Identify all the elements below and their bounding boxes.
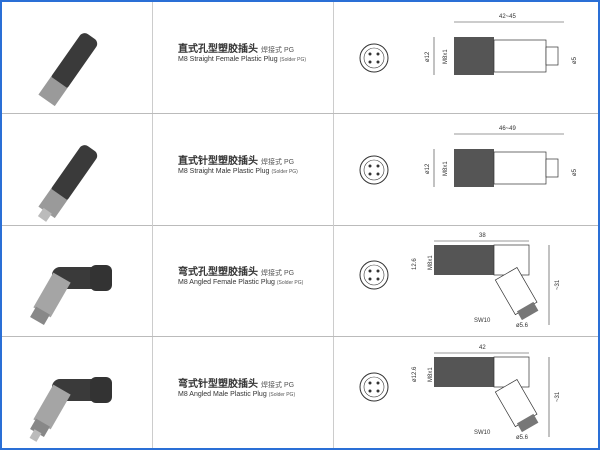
product-note-zh: 焊接式 PG xyxy=(261,270,295,277)
dim-thread: M8x1 xyxy=(428,366,434,381)
dim-thread: M8x1 xyxy=(443,49,449,64)
dim-height: ~31 xyxy=(555,279,561,290)
product-description: 直式孔型塑胶插头焊接式 PG M8 Straight Female Plasti… xyxy=(153,2,334,113)
product-photo xyxy=(2,113,153,225)
product-note-en: (Solder PG) xyxy=(279,57,307,63)
product-name-zh: 直式孔型塑胶插头 xyxy=(178,44,258,55)
dim-wrench: SW10 xyxy=(474,318,491,324)
dim-length: 42~45 xyxy=(499,14,517,20)
product-photo xyxy=(2,336,153,448)
product-note-en: (Solder PG) xyxy=(276,280,304,286)
product-row: 直式孔型塑胶插头焊接式 PG M8 Straight Female Plasti… xyxy=(2,2,598,114)
product-name-en: M8 Straight Male Plastic Plug xyxy=(178,167,270,175)
dim-cable: ø5 xyxy=(572,168,578,176)
technical-drawing: 38 ~31 12.6 M8x1 SW10 ø5.6 xyxy=(334,225,598,336)
product-row: 直式针型塑胶插头焊接式 PG M8 Straight Male Plastic … xyxy=(2,113,598,226)
product-name-en: M8 Angled Female Plastic Plug xyxy=(178,279,275,286)
dim-diameter: ø12 xyxy=(425,51,431,62)
product-note-en: (Solder PG) xyxy=(271,168,298,175)
product-note-zh: 焊接式 PG xyxy=(261,158,295,166)
pin-face-icon xyxy=(359,43,389,73)
product-row: 弯式孔型塑胶插头焊接式 PG M8 Angled Female Plastic … xyxy=(2,225,598,337)
product-description: 弯式孔型塑胶插头焊接式 PG M8 Angled Female Plastic … xyxy=(153,225,334,336)
pin-face-icon xyxy=(359,372,389,401)
dim-wrench: SW10 xyxy=(474,430,491,436)
dim-length: 38 xyxy=(479,233,486,239)
dim-diameter: ø12 xyxy=(425,162,431,173)
dim-height: ~31 xyxy=(555,391,561,402)
dim-cable: ø5.6 xyxy=(516,323,529,329)
product-name-zh: 弯式针型塑胶插头 xyxy=(178,378,258,390)
product-row: 弯式针型塑胶插头焊接式 PG M8 Angled Male Plastic Pl… xyxy=(2,336,598,448)
dim-cable: ø5.6 xyxy=(516,435,529,441)
product-photo xyxy=(2,225,153,336)
product-note-zh: 焊接式 PG xyxy=(261,47,295,54)
product-name-en: M8 Angled Male Plastic Plug xyxy=(178,390,267,398)
dim-thread: M8x1 xyxy=(428,255,434,270)
product-description: 弯式针型塑胶插头焊接式 PG M8 Angled Male Plastic Pl… xyxy=(153,336,334,448)
dim-diameter: 12.6 xyxy=(412,258,418,270)
dim-thread: M8x1 xyxy=(443,160,449,175)
product-name-zh: 弯式孔型塑胶插头 xyxy=(178,267,258,278)
dim-length: 42 xyxy=(479,345,486,351)
technical-drawing: 42~45 ø12 M8x1 ø5 xyxy=(334,2,598,113)
product-note-zh: 焊接式 PG xyxy=(261,381,295,389)
technical-drawing: 42 ~31 ø12.6 M8x1 SW10 ø5.6 xyxy=(334,337,598,448)
technical-drawing: 46~49 ø12 M8x1 ø5 xyxy=(334,114,598,225)
pin-face-icon xyxy=(359,260,389,290)
dim-length: 46~49 xyxy=(499,126,517,132)
dim-cable: ø5 xyxy=(572,56,578,64)
product-description: 直式针型塑胶插头焊接式 PG M8 Straight Male Plastic … xyxy=(153,113,334,225)
product-name-en: M8 Straight Female Plastic Plug xyxy=(178,56,278,63)
product-photo xyxy=(2,2,153,113)
product-note-en: (Solder PG) xyxy=(268,391,296,398)
product-name-zh: 直式针型塑胶插头 xyxy=(178,155,258,167)
dim-diameter: ø12.6 xyxy=(412,365,418,381)
pin-face-icon xyxy=(359,155,389,184)
